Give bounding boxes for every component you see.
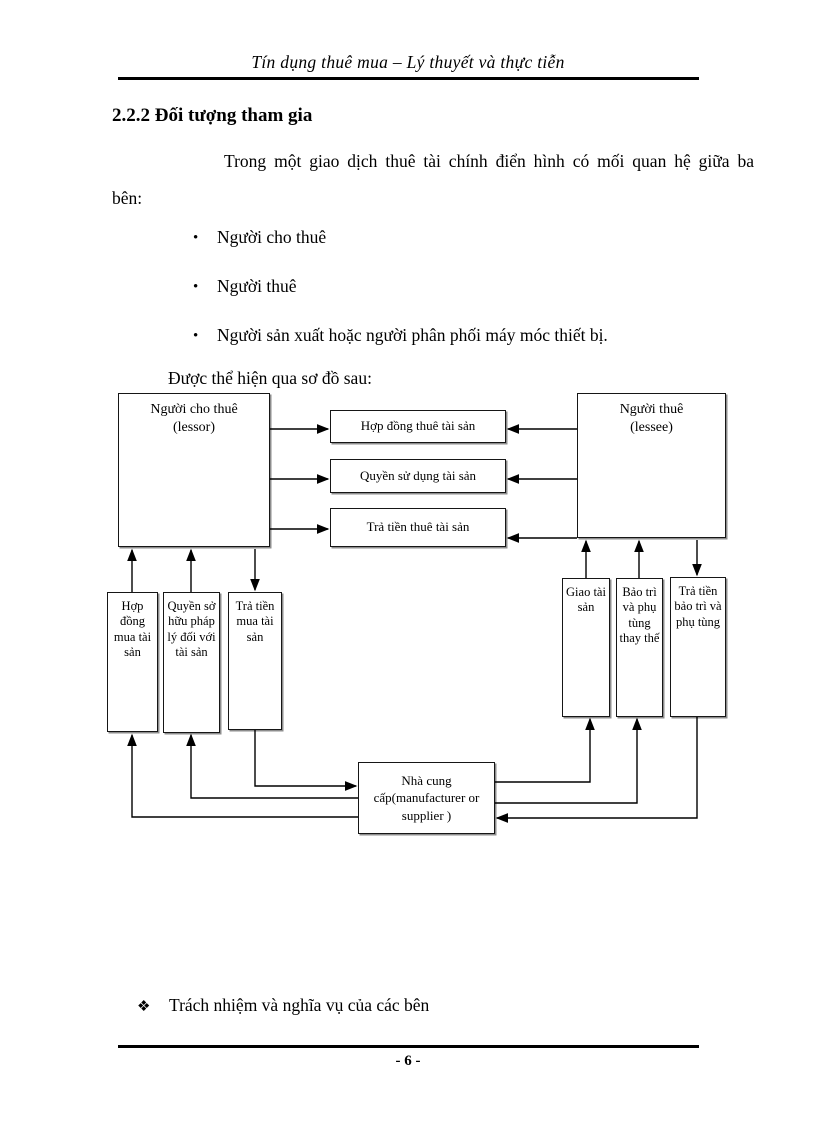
responsibility-note-text: Trách nhiệm và nghĩa vụ của các bên: [169, 995, 430, 1015]
header-rule: [118, 77, 699, 80]
footer-rule: [118, 1045, 699, 1048]
arrow-supplier-to-delivery: [495, 717, 595, 783]
arrow-supplier-to-purchase-contract: [127, 733, 358, 818]
arrow-maintenance-payment-to-supplier: [495, 717, 698, 823]
relationship-box-lease-contract: Hợp đồng thuê tài sản: [330, 410, 506, 443]
lessee-alias: (lessee): [630, 419, 673, 435]
diagram-lead-in: Được thể hiện qua sơ đồ sau:: [168, 368, 372, 388]
relationship-box-right-of-use: Quyền sử dụng tài sản: [330, 459, 506, 493]
flow-box-legal-ownership: Quyền sở hữu pháp lý đối với tài sản: [163, 592, 220, 733]
responsibility-note: ❖ Trách nhiệm và nghĩa vụ của các bên: [137, 995, 429, 1016]
running-header-title: Tín dụng thuê mua – Lý thuyết và thực ti…: [251, 52, 565, 72]
list-item: • Người thuê: [193, 276, 297, 297]
flow-box-purchase-contract: Hợp đồng mua tài sản: [107, 592, 158, 732]
list-item-label: Người thuê: [217, 276, 297, 296]
list-item: • Người sản xuất hoặc người phân phối máy…: [193, 325, 608, 346]
relationship-box-rent-payment: Trả tiền thuê tài sản: [330, 508, 506, 547]
lessee-name: Người thuê: [619, 402, 684, 417]
flow-box-purchase-payment: Trả tiền mua tài sản: [228, 592, 282, 730]
flow-box-maintenance-parts: Bảo trì và phụ tùng thay thế: [616, 578, 663, 717]
lessor-box: Người cho thuê (lessor): [118, 393, 270, 547]
section-heading: 2.2.2 Đối tượng tham gia: [112, 105, 313, 126]
arrow-purchase-payment-to-supplier: [254, 730, 358, 791]
bullet-icon: •: [193, 230, 199, 246]
supplier-box: Nhà cung cấp(manufacturer or supplier ): [358, 762, 495, 834]
bullet-icon: •: [193, 328, 199, 344]
diamond-bullet-icon: ❖: [137, 999, 151, 1015]
paragraph-line-2: bên:: [112, 188, 143, 208]
lessor-alias: (lessor): [173, 419, 215, 435]
lessee-box: Người thuê (lessee): [577, 393, 726, 538]
paragraph-line-1: Trong một giao dịch thuê tài chính điển …: [224, 151, 754, 171]
bullet-icon: •: [193, 279, 199, 295]
list-item-label: Người cho thuê: [217, 227, 327, 247]
flow-box-maintenance-payment: Trả tiền bảo trì và phụ tùng: [670, 577, 726, 717]
flow-box-asset-delivery: Giao tài sản: [562, 578, 610, 717]
arrow-supplier-to-ownership: [186, 733, 358, 799]
list-item-label: Người sản xuất hoặc người phân phối máy …: [217, 325, 608, 345]
lessor-name: Người cho thuê: [150, 402, 238, 417]
page-number: - 6 -: [395, 1053, 421, 1069]
arrow-supplier-to-maintenance: [495, 717, 642, 804]
list-item: • Người cho thuê: [193, 227, 326, 248]
